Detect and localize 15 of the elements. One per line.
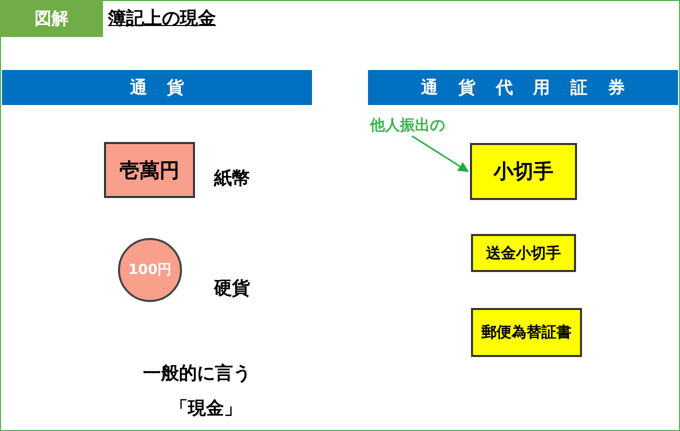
banknote-box: 壱萬円 xyxy=(104,142,195,198)
annotation-text: 他人振出の xyxy=(370,114,446,136)
note-text: 一般的に言う xyxy=(143,362,251,385)
instrument-box: 送金小切手 xyxy=(471,234,576,272)
note-text: 「現金」 xyxy=(170,397,242,420)
section-banner: 通貨 xyxy=(2,70,312,105)
instrument-box: 郵便為替証書 xyxy=(471,308,582,357)
coin-circle: 100円 xyxy=(118,238,182,302)
arrow xyxy=(412,135,469,172)
section-banner: 通貨代用証券 xyxy=(368,70,678,105)
page-title: 簿記上の現金 xyxy=(108,7,216,30)
header-badge: 図解 xyxy=(0,0,103,37)
instrument-box: 小切手 xyxy=(470,143,577,200)
caption-text: 硬貨 xyxy=(214,277,250,300)
caption-text: 紙幣 xyxy=(214,167,250,190)
